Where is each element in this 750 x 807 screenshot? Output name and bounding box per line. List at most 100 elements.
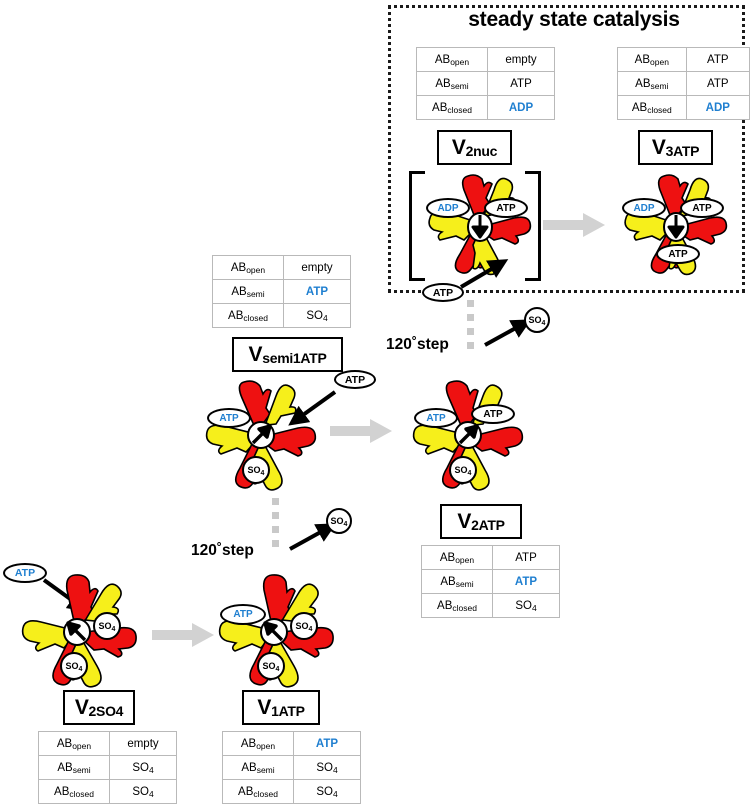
vsemi1atp-structure: ATP SO4: [202, 378, 320, 496]
table-row: ABsemi SO4: [38, 755, 177, 780]
table-row: ABopen empty: [212, 255, 351, 280]
table-row: ABopen empty: [416, 47, 555, 72]
gray-arrow-v2nuc-to-v3atp: [543, 213, 605, 237]
free-atp-to-vsemi1atp: ATP: [334, 370, 376, 389]
table-row: ABclosed ADP: [416, 95, 555, 120]
v2so4-state-table-wrap: ABopen empty ABsemi SO4 ABclosed SO4: [38, 731, 177, 804]
v2atp-state-table: ABopen ATP ABsemi ATP ABclosed SO4: [421, 545, 560, 618]
vsemi1atp-state-table: ABopen empty ABsemi ATP ABclosed SO4: [212, 255, 351, 328]
row-value-closed: ADP: [487, 95, 555, 120]
vsemi1atp-label-text: V: [248, 342, 263, 366]
released-so4-upper-text: SO4: [528, 315, 546, 327]
row-key-open: ABopen: [212, 255, 284, 280]
v3atp-state-table-wrap: ABopen ATP ABsemi ATP ABclosed ADP: [617, 47, 750, 120]
rotor-arrow-graphic: [63, 618, 91, 646]
v3atp-label-sub: 3ATP: [665, 142, 700, 159]
table-row: ABopen empty: [38, 731, 177, 756]
v1atp-label-sub: 1ATP: [271, 702, 305, 719]
badge-adp: ADP: [622, 198, 666, 218]
gray-arrow-vsemi1atp-to-v2atp: [330, 419, 392, 443]
table-row: ABopen ATP: [617, 47, 750, 72]
v3atp-structure: ADP ATP ATP: [620, 170, 732, 282]
arrow-atp-into-vsemi1atp: [288, 390, 337, 426]
rotor-arrow-graphic: [663, 212, 689, 242]
v1atp-state-table: ABopen ATP ABsemi SO4 ABclosed SO4: [222, 731, 361, 804]
row-value-closed: SO4: [293, 779, 361, 804]
released-so4-lower: SO4: [326, 508, 352, 534]
row-value-open: empty: [283, 255, 351, 280]
badge-so4-bottom: SO4: [60, 652, 88, 680]
free-atp-to-v2nuc-text: ATP: [432, 286, 454, 299]
badge-adp-text: ADP: [437, 202, 459, 214]
v2so4-label-sub: 2SO4: [88, 702, 124, 719]
rotor-down-arrow: [467, 212, 493, 242]
free-atp-to-v2so4-text: ATP: [14, 567, 36, 579]
badge-atp-upper-text: ATP: [692, 202, 712, 214]
v2atp-label-text: V: [457, 509, 472, 533]
row-value-semi: ATP: [685, 71, 750, 96]
row-key-open: ABopen: [416, 47, 488, 72]
table-row: ABclosed SO4: [222, 779, 361, 804]
v1atp-structure-graphic: [218, 574, 334, 688]
rotor-nw-arrow: [259, 617, 289, 647]
row-value-closed: SO4: [492, 593, 560, 618]
row-key-semi: ABsemi: [38, 755, 110, 780]
badge-atp-right: ATP: [471, 404, 515, 424]
badge-atp: ATP: [207, 408, 251, 428]
table-row: ABopen ATP: [222, 731, 361, 756]
v2nuc-state-table-wrap: ABopen empty ABsemi ATP ABclosed ADP: [416, 47, 555, 120]
row-value-closed: SO4: [109, 779, 177, 804]
vsemi1atp-label-sub: semi1ATP: [262, 349, 327, 366]
row-value-closed: SO4: [283, 303, 351, 328]
v2nuc-structure: ADP ATP: [424, 170, 536, 282]
table-row: ABclosed SO4: [212, 303, 351, 328]
free-atp-to-v2so4: ATP: [3, 563, 47, 583]
table-row: ABclosed ADP: [617, 95, 750, 120]
v1atp-label-text: V: [257, 695, 272, 719]
table-row: ABopen ATP: [421, 545, 560, 570]
released-so4-upper: SO4: [524, 307, 550, 333]
row-key-open: ABopen: [222, 731, 294, 756]
rotor-arrow-graphic: [247, 421, 275, 449]
row-key-closed: ABclosed: [38, 779, 110, 804]
badge-atp-left-text: ATP: [426, 412, 446, 424]
badge-atp-left: ATP: [414, 408, 458, 428]
row-value-semi: SO4: [109, 755, 177, 780]
v3atp-state-table: ABopen ATP ABsemi ATP ABclosed ADP: [617, 47, 750, 120]
badge-so4-bottom-text: SO4: [262, 661, 280, 673]
rotor-arrow-graphic: [454, 421, 482, 449]
badge-so4-right: SO4: [290, 612, 318, 640]
v1atp-state-table-wrap: ABopen ATP ABsemi SO4 ABclosed SO4: [222, 731, 361, 804]
v2so4-state-table: ABopen empty ABsemi SO4 ABclosed SO4: [38, 731, 177, 804]
bracket-right: [525, 171, 541, 281]
dotted-divider-upper: [467, 300, 474, 356]
row-key-open: ABopen: [421, 545, 493, 570]
arrow-so4-release-upper: [484, 319, 532, 347]
v2nuc-label-sub: 2nuc: [465, 142, 498, 159]
table-row: ABsemi SO4: [222, 755, 361, 780]
badge-so4: SO4: [242, 456, 270, 484]
row-value-semi: ATP: [283, 279, 351, 304]
dotted-divider-lower: [272, 498, 279, 554]
row-key-closed: ABclosed: [421, 593, 493, 618]
rotor-ne-arrow: [453, 420, 483, 450]
badge-so4-bottom-text: SO4: [65, 661, 83, 673]
badge-atp: ATP: [220, 604, 266, 625]
badge-atp-text: ATP: [496, 202, 516, 214]
badge-so4-right: SO4: [93, 612, 121, 640]
row-key-closed: ABclosed: [416, 95, 488, 120]
vsemi1atp-state-table-wrap: ABopen empty ABsemi ATP ABclosed SO4: [212, 255, 351, 328]
rotor-down-arrow: [663, 212, 689, 242]
badge-atp-lower: ATP: [656, 244, 700, 264]
row-key-open: ABopen: [617, 47, 687, 72]
badge-so4: SO4: [449, 456, 477, 484]
rotor-arrow-graphic: [467, 212, 493, 242]
row-value-closed: ADP: [685, 95, 750, 120]
v3atp-label-text: V: [651, 135, 666, 159]
rotor-ne-arrow: [246, 420, 276, 450]
row-key-semi: ABsemi: [416, 71, 488, 96]
